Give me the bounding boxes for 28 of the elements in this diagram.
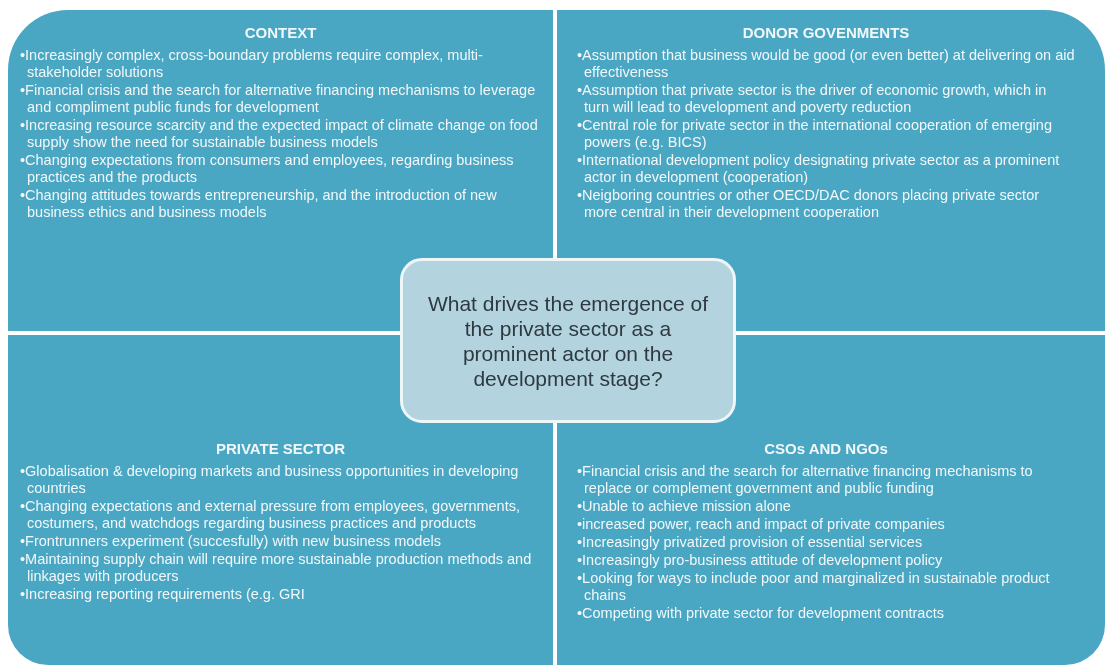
bullet-item: •Looking for ways to include poor and marginalized in sustainable product chains: [577, 570, 1051, 604]
question-box: [400, 258, 736, 423]
bullet-item: •Financial crisis and the search for alternative financing mechanisms to replace or complement government and public funding: [577, 463, 1034, 497]
bullet-item: •Increasingly privatized provision of essential services: [577, 534, 924, 551]
bullet-item: •Increasingly complex, cross-boundary problems require complex, multi-stakeholder solutions: [20, 47, 484, 81]
bullet-item: •Frontrunners experiment (succesfully) with new business models: [20, 533, 442, 550]
quadrant-heading: PRIVATE SECTOR: [215, 440, 346, 457]
quadrant-heading: CONTEXT: [244, 24, 317, 41]
bullet-item: •International development policy designating private sector as a prominent actor in development (cooperation): [577, 152, 1061, 186]
bullet-item: •Neigboring countries or other OECD/DAC donors placing private sector more central in their development cooperation: [577, 187, 1041, 221]
question-text: What drives the emergence of the private sector as a prominent actor on the development stage?: [426, 290, 710, 391]
bullet-item: •Maintaining supply chain will require more sustainable production methods and linkages with producers: [20, 551, 533, 585]
bullet-item: •Central role for private sector in the international cooperation of emerging powers (e.g. BICS): [577, 117, 1053, 151]
bullet-item: •Assumption that business would be good (or even better) at delivering on aid effectiveness: [577, 47, 1075, 81]
quadrant-heading: CSOs AND NGOs: [764, 440, 888, 457]
bullet-item: •Increasing resource scarcity and the expected impact of climate change on food supply show the need for sustainable business models: [20, 117, 539, 151]
bullet-item: •Increasingly pro-business attitude of development policy: [577, 552, 944, 569]
bullet-item: •increased power, reach and impact of private companies: [577, 516, 946, 533]
bullet-item: •Changing expectations and external pressure from employees, governments, costumers, and watchdogs regarding business practices and products: [20, 498, 521, 532]
bullet-item: •Financial crisis and the search for alternative financing mechanisms to leverage and compliment public funds for development: [20, 82, 537, 116]
bullet-item: •Unable to achieve mission alone: [577, 498, 792, 515]
bullet-item: •Changing expectations from consumers and employees, regarding business practices and the products: [20, 152, 515, 186]
quadrant-heading: DONOR GOVENMENTS: [742, 24, 910, 41]
bullet-item: •Assumption that private sector is the driver of economic growth, which in turn will lead to development and poverty reduction: [577, 82, 1048, 116]
bullet-item: •Competing with private sector for development contracts: [577, 605, 945, 622]
bullet-item: •Changing attitudes towards entrepreneurship, and the introduction of new business ethics and business models: [20, 187, 498, 221]
bullet-item: •Globalisation & developing markets and business opportunities in developing countries: [20, 463, 520, 497]
bullet-item: •Increasing reporting requirements (e.g. GRI: [20, 586, 306, 603]
